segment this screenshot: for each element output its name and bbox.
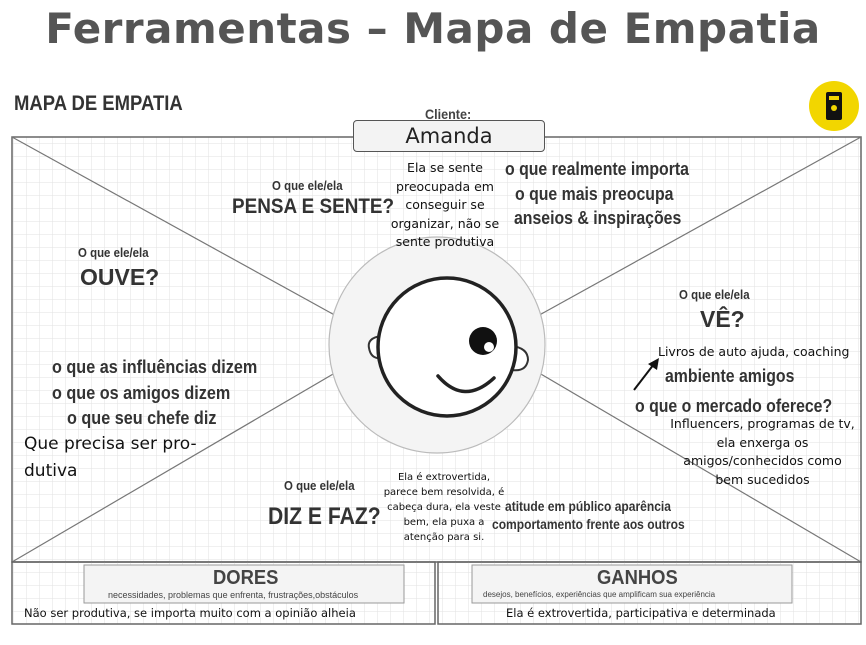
says-prompt: atitude em público aparência <box>505 498 671 514</box>
thinks-prompt: anseios & inspirações <box>514 208 682 228</box>
pains-answer: Não ser produtiva, se importa muito com … <box>24 606 356 620</box>
says-heading: DIZ E FAZ? <box>268 503 381 530</box>
sees-answer: Influencers, programas de tv, ela enxerg… <box>670 416 855 487</box>
hears-prompt: o que os amigos dizem <box>52 383 231 403</box>
pains-title-box <box>83 564 405 604</box>
diagonal-line <box>533 136 862 319</box>
hears-prompt: o que as influências dizem <box>52 357 258 377</box>
client-name-box: Amanda <box>353 120 545 152</box>
hears-answer: Que precisa ser pro- dutiva <box>24 434 197 481</box>
arrow-icon <box>633 358 659 391</box>
thinks-answer: Ela se sente preocupada em conseguir se … <box>390 160 500 249</box>
sees-answer-top: Livros de auto ajuda, coaching <box>658 344 850 359</box>
sees-prompt: o que o mercado oferece? <box>635 396 833 416</box>
brand-logo-icon <box>809 81 859 131</box>
diagonal-line <box>11 369 341 563</box>
map-title: MAPA DE EMPATIA <box>14 92 183 115</box>
gains-title: GANHOS <box>597 567 678 589</box>
gains-title-box <box>471 564 793 604</box>
hears-question: O que ele/ela <box>78 245 149 260</box>
gains-subtitle: desejos, benefícios, experiências que am… <box>483 590 716 599</box>
diagonal-line <box>533 369 862 563</box>
says-prompt: comportamento frente aos outros <box>492 516 685 532</box>
says-answer: Ela é extrovertida, parece bem resolvida… <box>383 472 505 543</box>
thinks-heading: PENSA E SENTE? <box>232 195 395 218</box>
page-title: Ferramentas – Mapa de Empatia <box>45 4 821 53</box>
diagonal-line <box>11 136 341 319</box>
sees-prompt: ambiente amigos <box>665 366 795 386</box>
sees-heading: VÊ? <box>700 306 745 332</box>
hears-heading: OUVE? <box>80 264 160 290</box>
face-icon <box>367 276 530 418</box>
thinks-question: O que ele/ela <box>272 178 343 193</box>
gains-answer: Ela é extrovertida, participativa e dete… <box>506 606 776 620</box>
thinks-prompt: o que realmente importa <box>505 159 689 179</box>
says-question: O que ele/ela <box>284 478 355 493</box>
sees-question: O que ele/ela <box>679 287 750 302</box>
thinks-prompt: o que mais preocupa <box>515 184 674 204</box>
hears-prompt: o que seu chefe diz <box>67 408 217 428</box>
pains-title: DORES <box>213 567 279 589</box>
pains-subtitle: necessidades, problemas que enfrenta, fr… <box>108 590 359 600</box>
client-label: Cliente: <box>425 106 472 122</box>
